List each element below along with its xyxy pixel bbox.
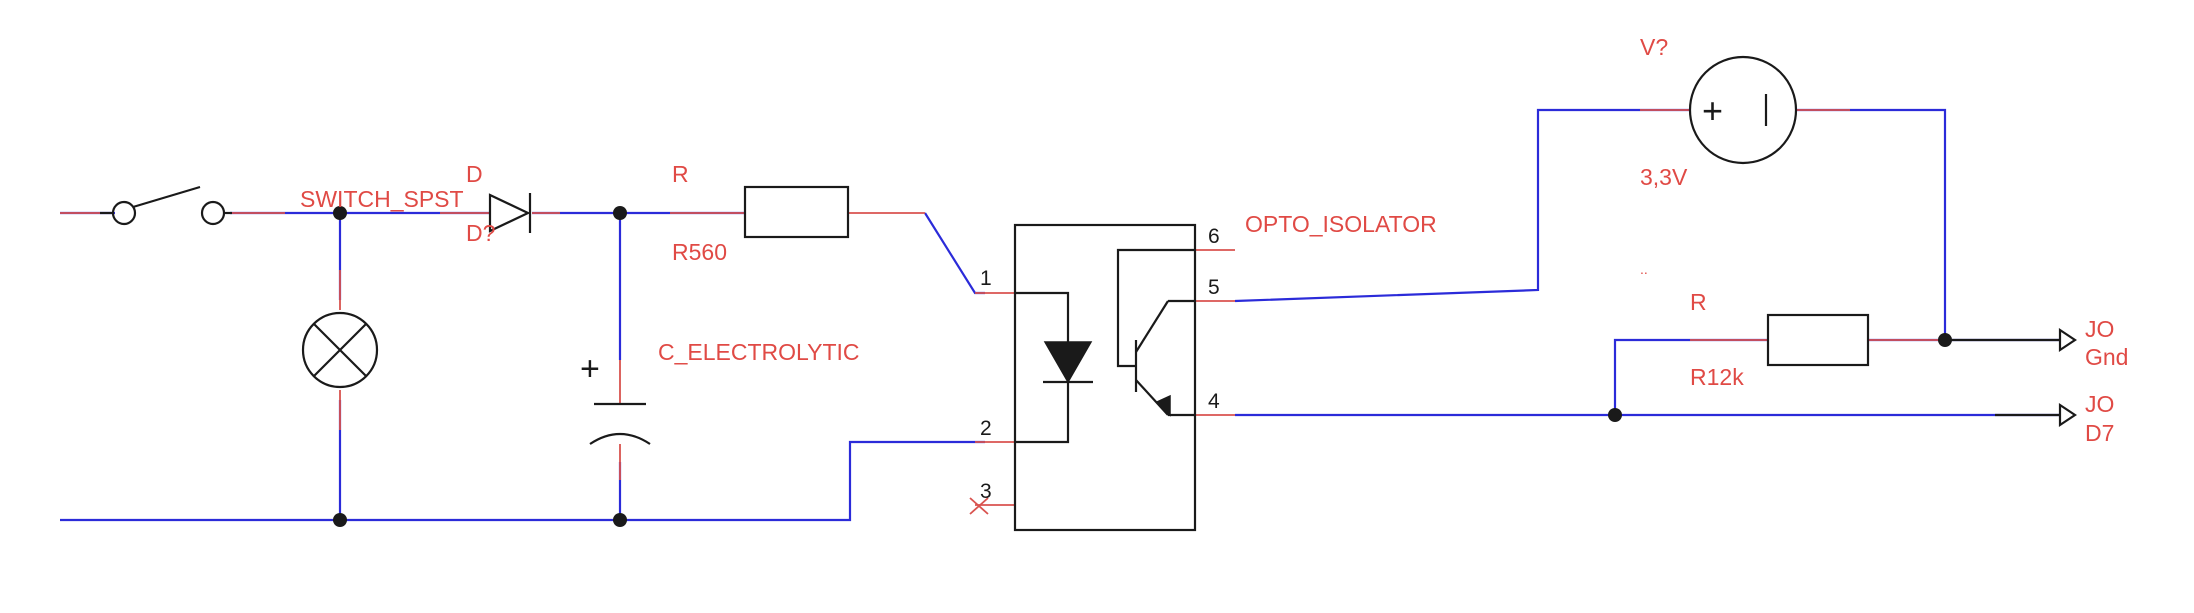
opto-pin-5: 5 bbox=[1208, 276, 1220, 299]
junction-dot bbox=[1608, 408, 1622, 422]
junction-dot bbox=[1938, 333, 1952, 347]
capacitor-plus-sign: + bbox=[580, 350, 600, 388]
wire-vsource-right[interactable] bbox=[1796, 108, 1947, 340]
capacitor-label: C_ELECTROLYTIC bbox=[658, 339, 860, 365]
wire-r560-to-pin1[interactable] bbox=[924, 212, 985, 295]
opto-pin-2: 2 bbox=[980, 417, 992, 440]
r12k-value-label: R bbox=[1690, 289, 1707, 315]
vsource-plus-sign: + bbox=[1702, 90, 1723, 131]
resistor-r12k[interactable] bbox=[1766, 313, 1870, 367]
wires bbox=[60, 108, 2060, 522]
port-d7-label-line2: D7 bbox=[2085, 420, 2114, 446]
port-jo-d7[interactable] bbox=[1995, 402, 2077, 428]
stray-mark: .. bbox=[1640, 261, 1648, 277]
vsource-value-label: 3,3V bbox=[1640, 164, 1688, 190]
wire-pin5-to-vsource[interactable] bbox=[1234, 108, 1690, 303]
diode-ref-label: D? bbox=[466, 220, 495, 246]
vsource-ref-label: V? bbox=[1640, 34, 1668, 60]
port-gnd-label-line2: Gnd bbox=[2085, 344, 2128, 370]
lamp[interactable] bbox=[301, 311, 379, 389]
switch-spst[interactable] bbox=[100, 185, 232, 226]
junction-dot bbox=[613, 206, 627, 220]
r12k-ref-label: R12k bbox=[1690, 364, 1744, 390]
opto-isolator[interactable] bbox=[969, 223, 1197, 532]
opto-pin-4: 4 bbox=[1208, 390, 1220, 413]
junction-dot bbox=[333, 206, 347, 220]
wire-ground-rail[interactable] bbox=[60, 440, 985, 522]
opto-pin-1: 1 bbox=[980, 267, 992, 290]
r560-ref-label: R560 bbox=[672, 239, 727, 265]
opto-pin-numbers: 1 2 3 4 5 6 bbox=[980, 225, 1220, 503]
junctions bbox=[333, 206, 1952, 527]
switch-label: SWITCH_SPST bbox=[300, 186, 464, 212]
voltage-source[interactable]: + bbox=[1688, 55, 1798, 165]
opto-pin-6: 6 bbox=[1208, 225, 1220, 248]
port-jo-gnd[interactable] bbox=[1945, 327, 2077, 353]
r560-value-label: R bbox=[672, 161, 689, 187]
junction-dot bbox=[333, 513, 347, 527]
port-d7-label-line1: JO bbox=[2085, 391, 2114, 417]
labels: SWITCH_SPST D D? R R560 C_ELECTROLYTIC O… bbox=[300, 34, 2128, 446]
opto-pin-3: 3 bbox=[980, 480, 992, 503]
electrolytic-capacitor[interactable]: + bbox=[580, 350, 651, 445]
diode[interactable] bbox=[488, 193, 532, 233]
opto-label: OPTO_ISOLATOR bbox=[1245, 211, 1437, 237]
resistor-r560[interactable] bbox=[743, 185, 850, 239]
pin-stubs bbox=[60, 109, 1945, 506]
junction-dot bbox=[613, 513, 627, 527]
diode-value-label: D bbox=[466, 161, 483, 187]
port-gnd-label-line1: JO bbox=[2085, 316, 2114, 342]
